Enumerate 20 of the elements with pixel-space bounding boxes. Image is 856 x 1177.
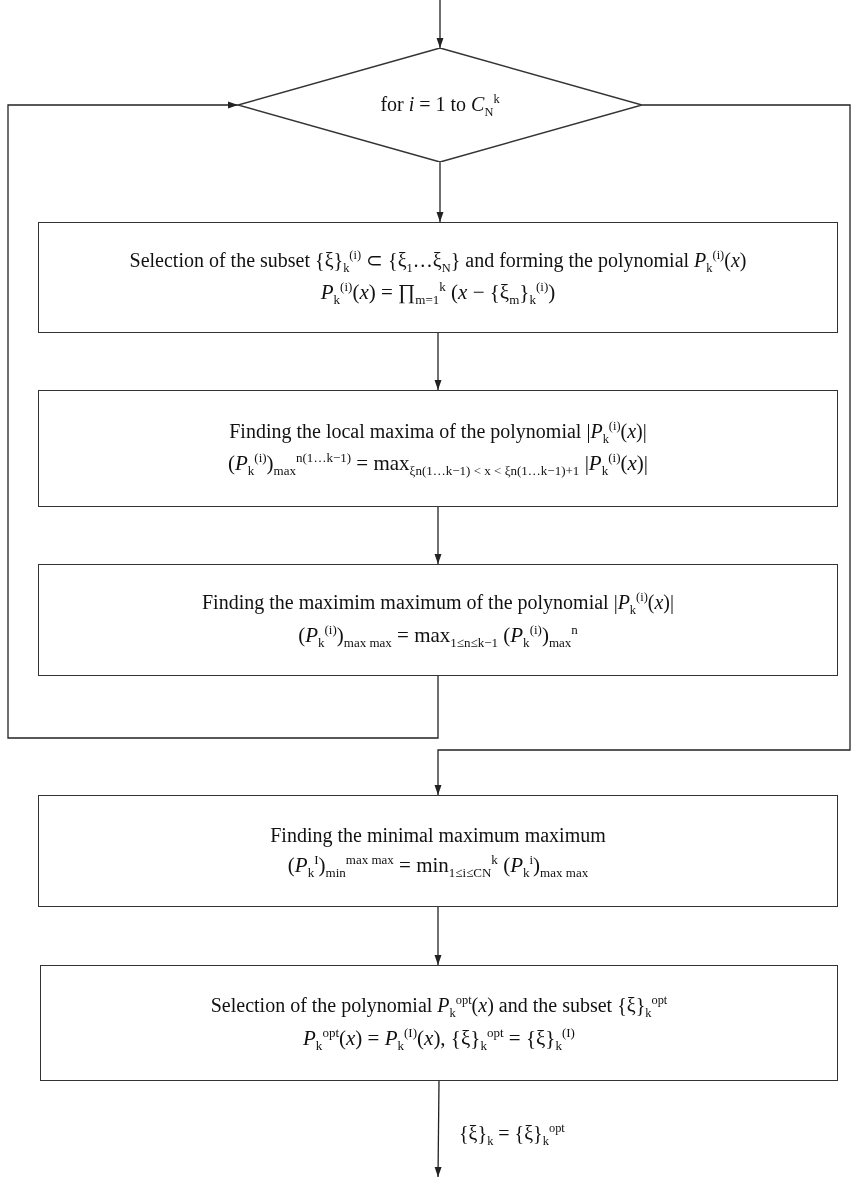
process-box <box>38 390 838 507</box>
formula: (P$_{k}$$^{(i)}$)$_{max}$$^{n(1…k−1)}$ = max$_{ξn(1…k−1) < x < ξn(1…k−1)+1}$ |P$_{k}$$^{(i)}$(x)| <box>227 449 648 481</box>
arrow <box>434 104 851 796</box>
step-description: Finding the local maxima of the polynomial |P$_{k}$$^{(i)}$(x)| <box>229 418 647 448</box>
arrow <box>434 506 442 565</box>
arrow <box>434 332 442 391</box>
arrow <box>436 0 444 49</box>
process-box <box>38 222 838 333</box>
process-box <box>38 795 838 907</box>
process-box <box>40 965 838 1081</box>
step-description: Finding the minimal maximum maximum <box>270 822 606 849</box>
arrow <box>434 906 442 966</box>
step-description: Selection of the subset {ξ}$_{k}$$^{(i)}$ ⊂ {ξ$_{1}$…ξ$_{N}$} and forming the polynomial P$_{k}$$^{(i)}$(x) <box>129 247 747 277</box>
formula: P$_{k}$$^{(i)}$(x) = ∏$_{m=1}$$^{k}$ (x − {ξ$_{m}$}$_{k}$$^{(i)}$) <box>320 278 556 310</box>
process-box <box>38 564 838 676</box>
decision-diamond <box>238 48 642 162</box>
arrow <box>7 101 439 739</box>
arrow <box>434 1080 442 1177</box>
step-description: Finding the maximim maximum of the polynomial |P$_{k}$$^{(i)}$(x)| <box>202 589 674 620</box>
arrow <box>436 161 444 223</box>
